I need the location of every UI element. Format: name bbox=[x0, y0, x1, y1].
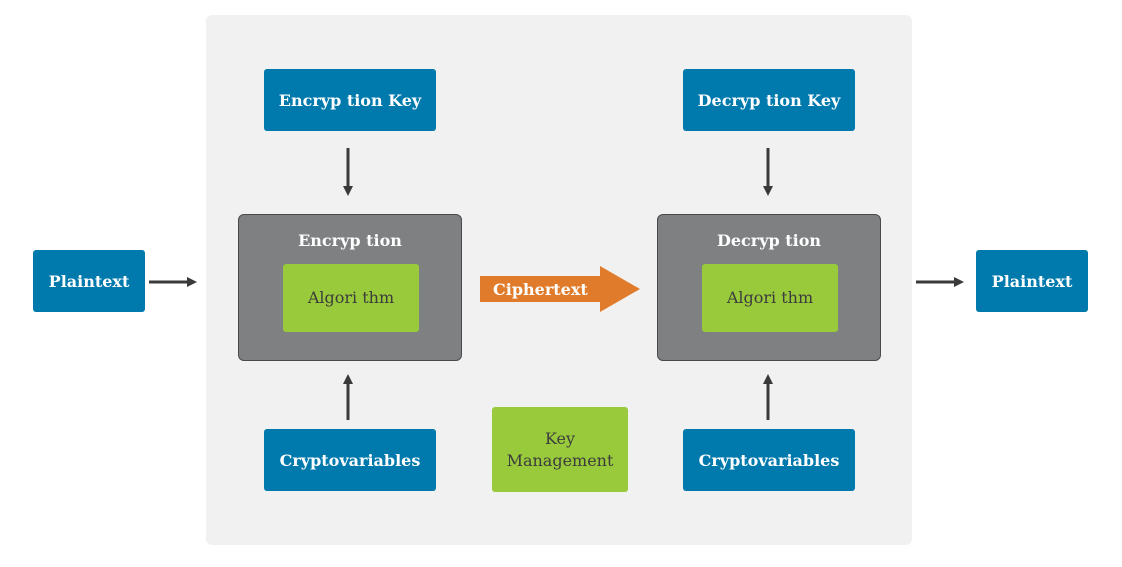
key-management-line1: Key bbox=[544, 428, 576, 448]
cryptovariables-left-box: Cryptovariables bbox=[264, 429, 436, 491]
encryption-title: Encryp tion bbox=[298, 231, 402, 250]
decryption-block: Decryp tion Algori thm bbox=[657, 214, 881, 361]
key-management-line2: Management bbox=[506, 450, 614, 470]
cryptovariables-right-box: Cryptovariables bbox=[683, 429, 855, 491]
decryption-key-box: Decryp tion Key bbox=[683, 69, 855, 131]
ciphertext-label: Ciphertext bbox=[493, 279, 588, 299]
ciphertext-arrow bbox=[480, 266, 640, 312]
encryption-key-box: Encryp tion Key bbox=[264, 69, 436, 131]
plaintext-output-box: Plaintext bbox=[976, 250, 1088, 312]
encryption-block: Encryp tion Algori thm bbox=[238, 214, 462, 361]
algorithm-right-box: Algori thm bbox=[702, 264, 838, 332]
algorithm-left-box: Algori thm bbox=[283, 264, 419, 332]
plaintext-input-box: Plaintext bbox=[33, 250, 145, 312]
key-management-box: Key Management bbox=[492, 407, 628, 492]
decryption-title: Decryp tion bbox=[716, 231, 822, 250]
